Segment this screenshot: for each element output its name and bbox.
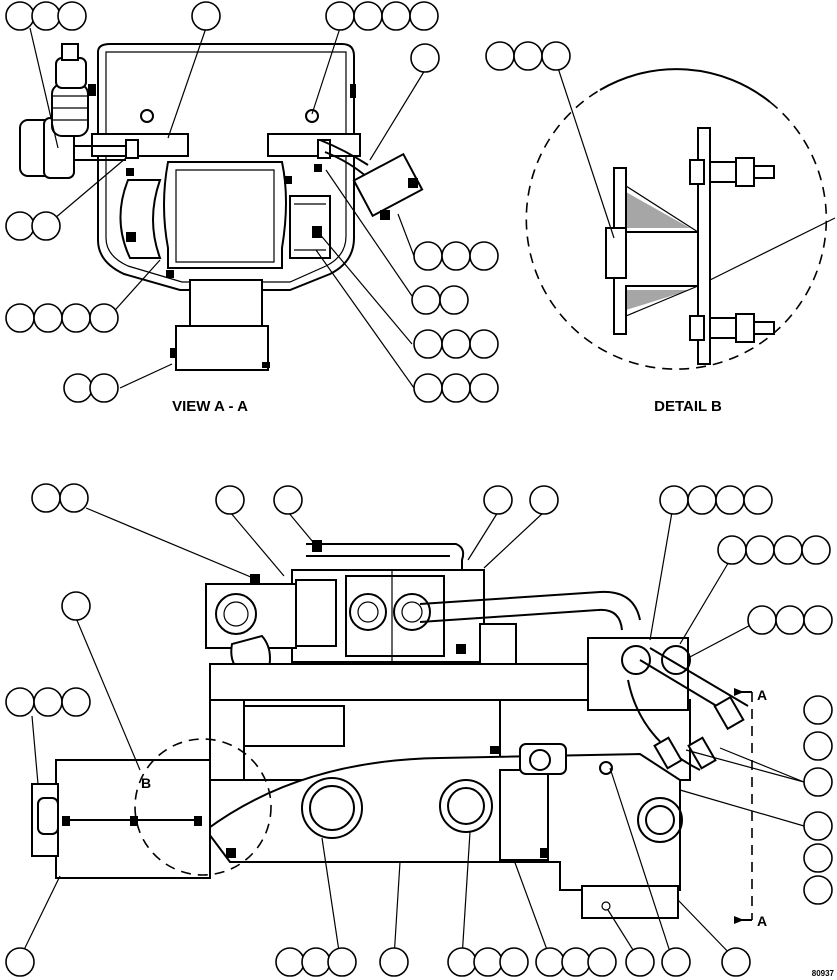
detail-b-leaders [557, 67, 615, 239]
view-aa-title: VIEW A - A [172, 398, 248, 415]
view-aa-drawing [19, 43, 424, 371]
section-a-bottom-marker: A [757, 913, 767, 929]
main-assembly-drawing [31, 540, 753, 924]
view-aa-leaders [29, 27, 426, 389]
detail-b-title: DETAIL B [654, 398, 722, 415]
main-assembly-callouts [5, 483, 833, 977]
section-a-top-marker: A [757, 687, 767, 703]
main-assembly-leaders [19, 507, 805, 959]
detail-b-callouts [485, 41, 571, 71]
drawing-number: 80937 [812, 969, 835, 978]
detail-b-reference: B [141, 775, 151, 791]
detail-b-drawing [525, 68, 836, 370]
view-aa-callouts [5, 1, 499, 403]
